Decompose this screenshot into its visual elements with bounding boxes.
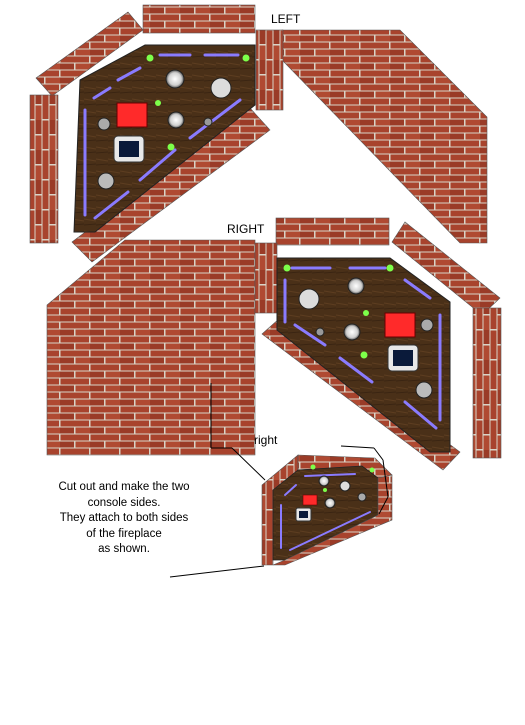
left-center-strip (256, 30, 283, 110)
instruction-line: as shown. (24, 542, 224, 558)
red-digital-display-icon (303, 495, 317, 505)
monitor-screen-icon (388, 345, 418, 371)
right-side-strip (473, 308, 501, 458)
right-center-strip (255, 243, 277, 313)
preview-label: right (254, 433, 277, 447)
left-side-strip (30, 95, 58, 243)
red-digital-display-icon (117, 103, 147, 127)
assembled-preview (262, 455, 392, 565)
monitor-screen-icon (296, 508, 311, 521)
instruction-line: of the fireplace (24, 527, 224, 543)
instruction-line: console sides. (24, 496, 224, 512)
instruction-line: Cut out and make the two (24, 480, 224, 496)
left-wall-panel (282, 30, 487, 243)
left-top-strip (143, 5, 255, 33)
monitor-screen-icon (114, 136, 144, 162)
instructions-text: Cut out and make the two console sides. … (24, 480, 224, 558)
left-piece-label: LEFT (271, 12, 300, 26)
red-digital-display-icon (385, 313, 415, 337)
right-wall-panel (47, 240, 255, 455)
instruction-line: They attach to both sides (24, 511, 224, 527)
right-top-strip (276, 218, 389, 245)
right-piece-label: RIGHT (227, 222, 264, 236)
